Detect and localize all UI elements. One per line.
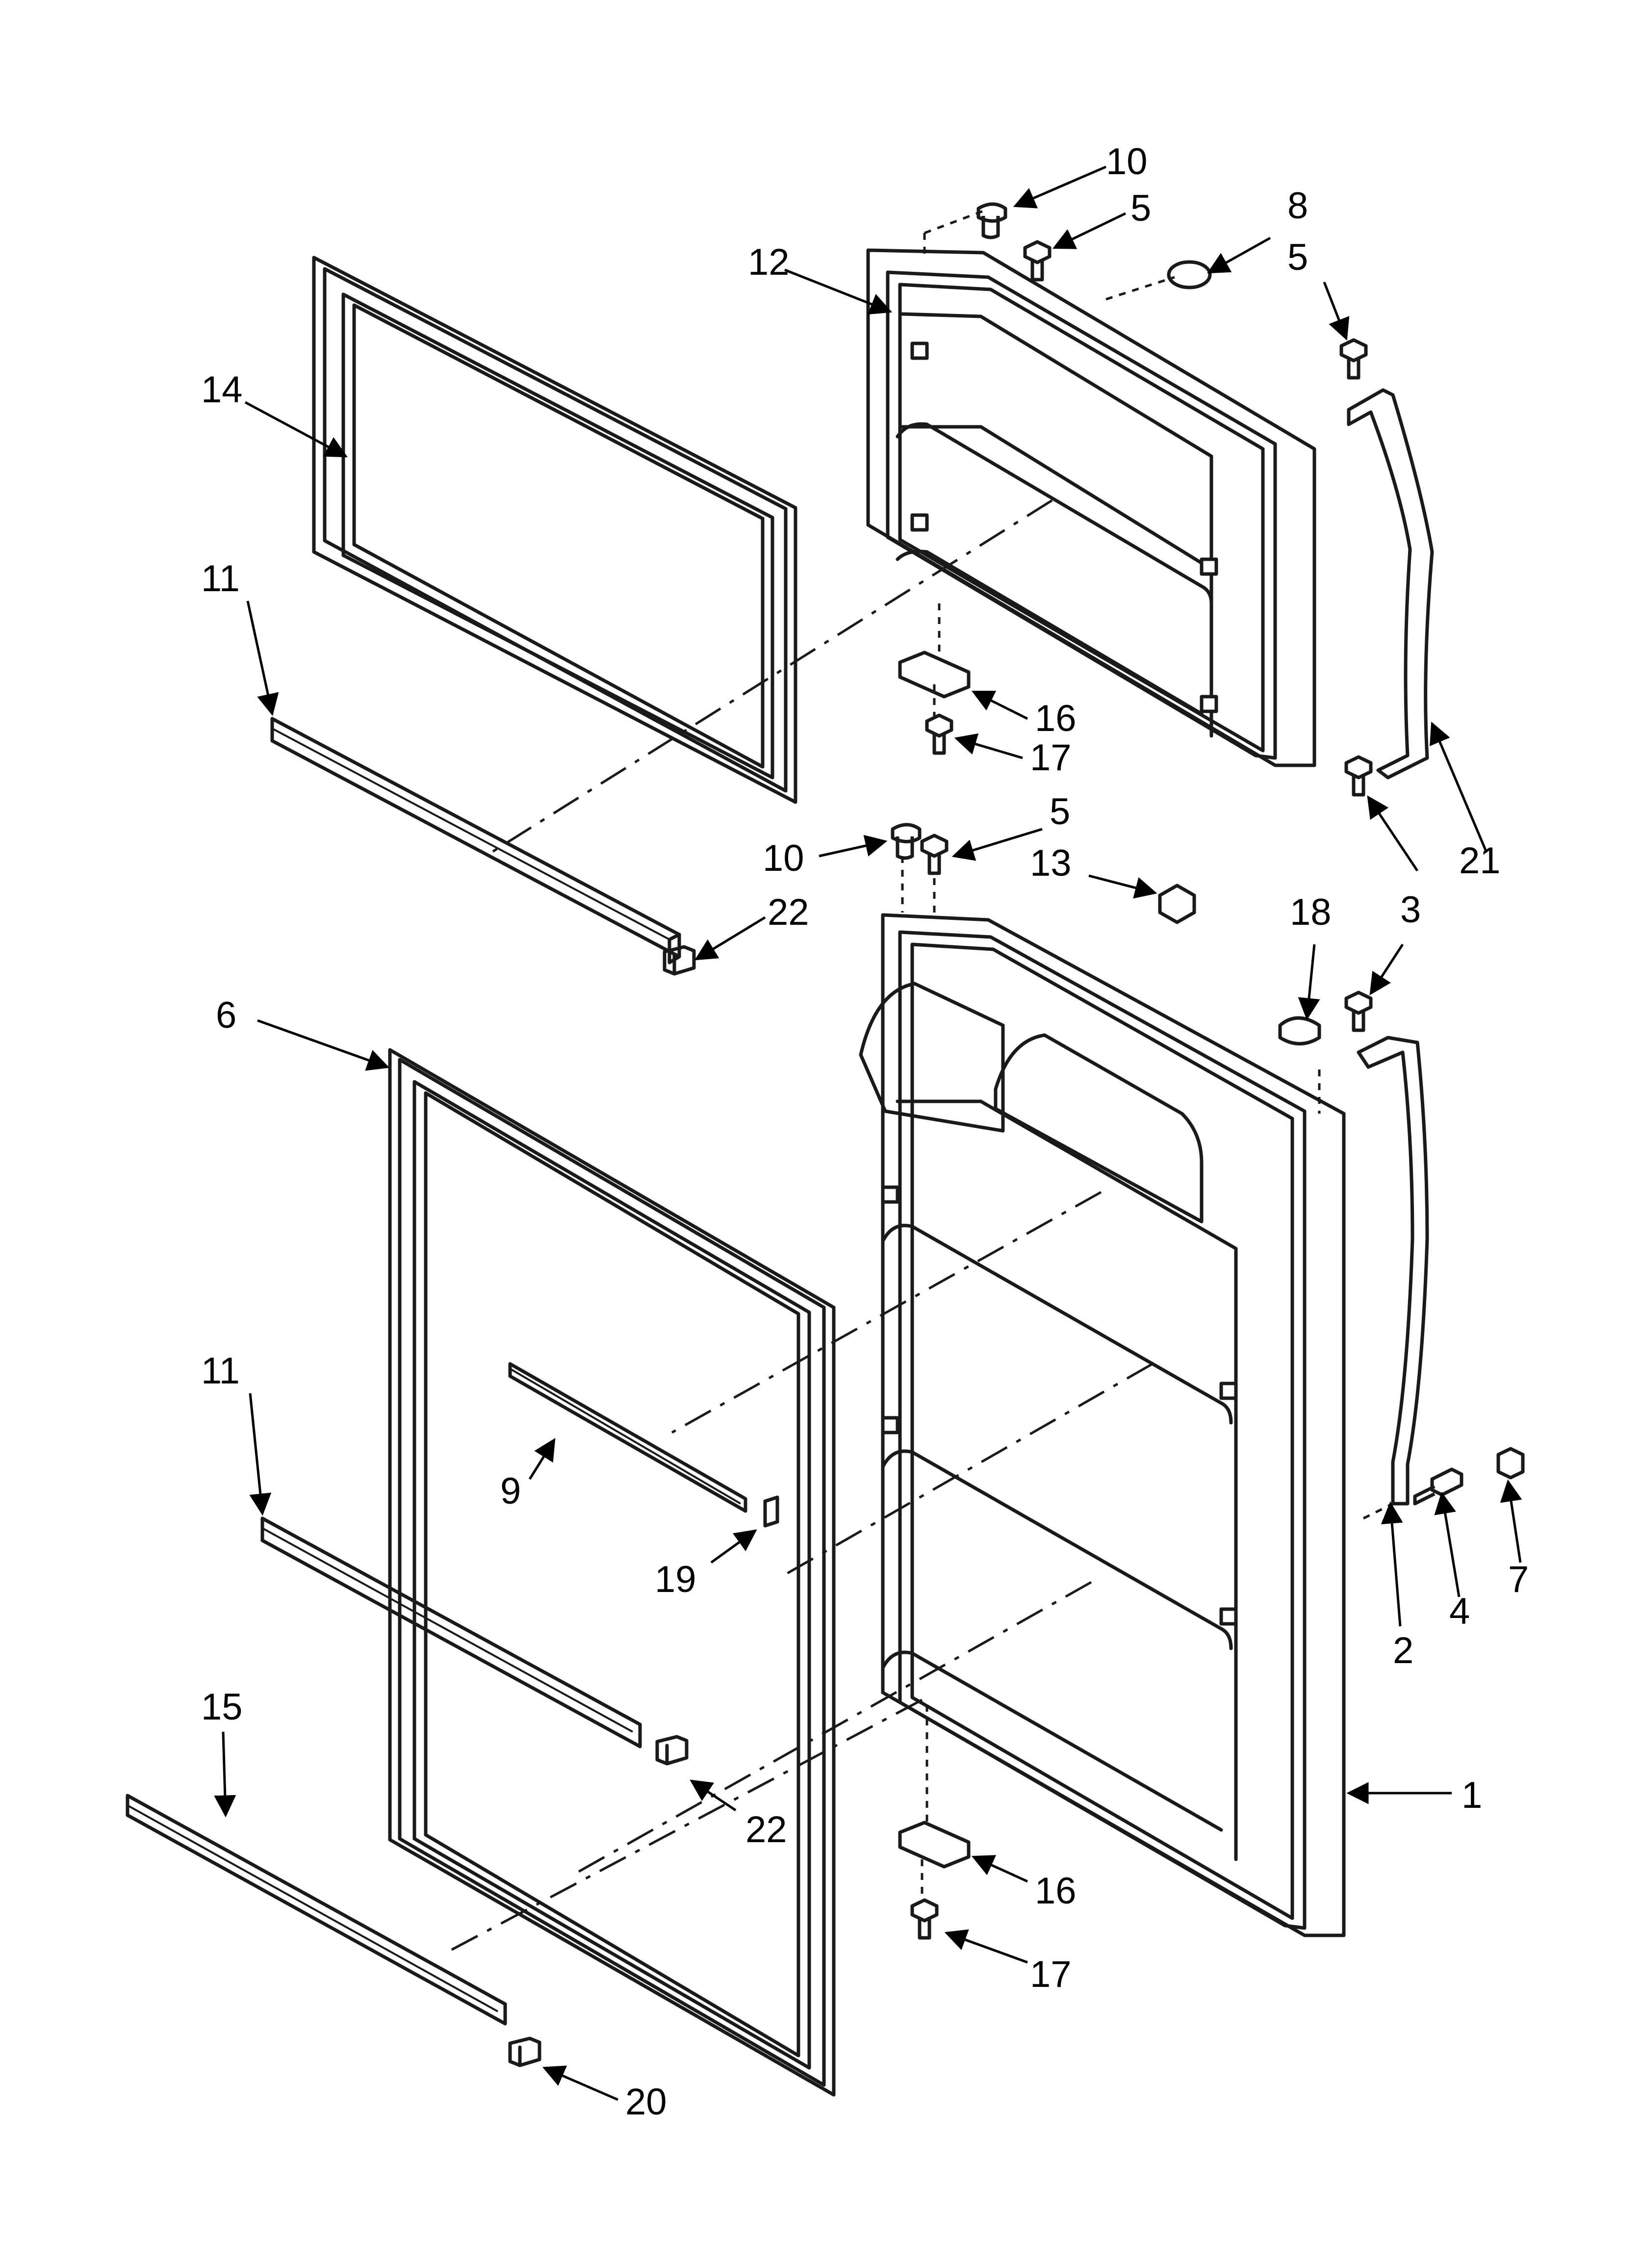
- screw-17-top: [925, 713, 953, 755]
- freezer-door-gasket: [312, 256, 797, 804]
- callout-16-top: 16: [1035, 698, 1077, 739]
- callout-12: 12: [748, 241, 790, 283]
- callout-20: 20: [625, 2081, 667, 2123]
- callout-5-mid: 5: [1050, 791, 1070, 833]
- callout-10-top: 10: [1106, 141, 1148, 182]
- cam-13: [1158, 884, 1196, 924]
- plug-10-top: [976, 202, 1007, 239]
- freezer-handle: [1347, 388, 1434, 780]
- callout-11-bottom: 11: [201, 1350, 240, 1392]
- plug-18: [1278, 1016, 1321, 1045]
- fresh-food-door: [859, 913, 1346, 1937]
- fresh-food-handle: [1357, 1036, 1429, 1506]
- clip-22-bottom: [655, 1735, 689, 1766]
- plug-10-mid: [891, 823, 922, 860]
- callout-19: 19: [655, 1559, 696, 1600]
- callout-10-mid: 10: [763, 837, 804, 879]
- screw-3-bottom: [1344, 991, 1373, 1032]
- clip-20: [508, 2036, 541, 2067]
- trim-strip-9: [508, 1362, 747, 1513]
- callout-7: 7: [1508, 1559, 1529, 1600]
- callout-labels: 10 5 8 5 12 14 11 16 17 21 10 5 13 22 18…: [201, 141, 1529, 2123]
- callout-14: 14: [201, 369, 243, 411]
- callout-3: 3: [1400, 889, 1421, 931]
- fresh-food-door-gasket: [388, 1048, 836, 2097]
- callout-6: 6: [216, 994, 236, 1036]
- cover-7: [1496, 1447, 1525, 1480]
- callout-leaders: [214, 165, 1522, 2101]
- callout-13: 13: [1030, 842, 1072, 884]
- callout-17-bottom: 17: [1030, 1954, 1072, 1995]
- clip-19: [763, 1495, 779, 1528]
- hinge-16-bottom: [898, 1821, 971, 1869]
- callout-2: 2: [1393, 1630, 1413, 1671]
- callout-11-top: 11: [201, 558, 240, 600]
- screw-5-top: [1023, 240, 1052, 282]
- screw-5-mid: [920, 834, 949, 875]
- callout-21: 21: [1459, 840, 1501, 882]
- callout-4: 4: [1449, 1590, 1470, 1632]
- freezer-door: [866, 248, 1316, 767]
- screw-5-handle: [1339, 338, 1368, 380]
- freezer-breaker-strip: [270, 717, 681, 965]
- callout-5-handle: 5: [1287, 236, 1308, 278]
- callout-22-bottom: 22: [745, 1809, 787, 1851]
- callout-22-top: 22: [768, 891, 809, 933]
- fresh-food-breaker-strip: [260, 1516, 642, 1748]
- screw-17-bottom: [910, 1898, 939, 1940]
- callout-5-top: 5: [1130, 187, 1151, 229]
- callout-1: 1: [1462, 1774, 1482, 1816]
- callout-17-top: 17: [1030, 737, 1072, 779]
- hinge-16-top: [898, 651, 971, 699]
- callout-8: 8: [1287, 185, 1308, 227]
- clip-22-top: [663, 945, 696, 976]
- callout-15: 15: [201, 1686, 243, 1728]
- screw-4: [1413, 1467, 1463, 1506]
- callout-18: 18: [1290, 891, 1332, 933]
- bottom-breaker-strip: [126, 1794, 507, 2026]
- callout-9: 9: [500, 1470, 521, 1512]
- plug-8: [1167, 260, 1212, 289]
- screw-3-top: [1344, 755, 1373, 797]
- callout-16-bottom: 16: [1035, 1870, 1077, 1912]
